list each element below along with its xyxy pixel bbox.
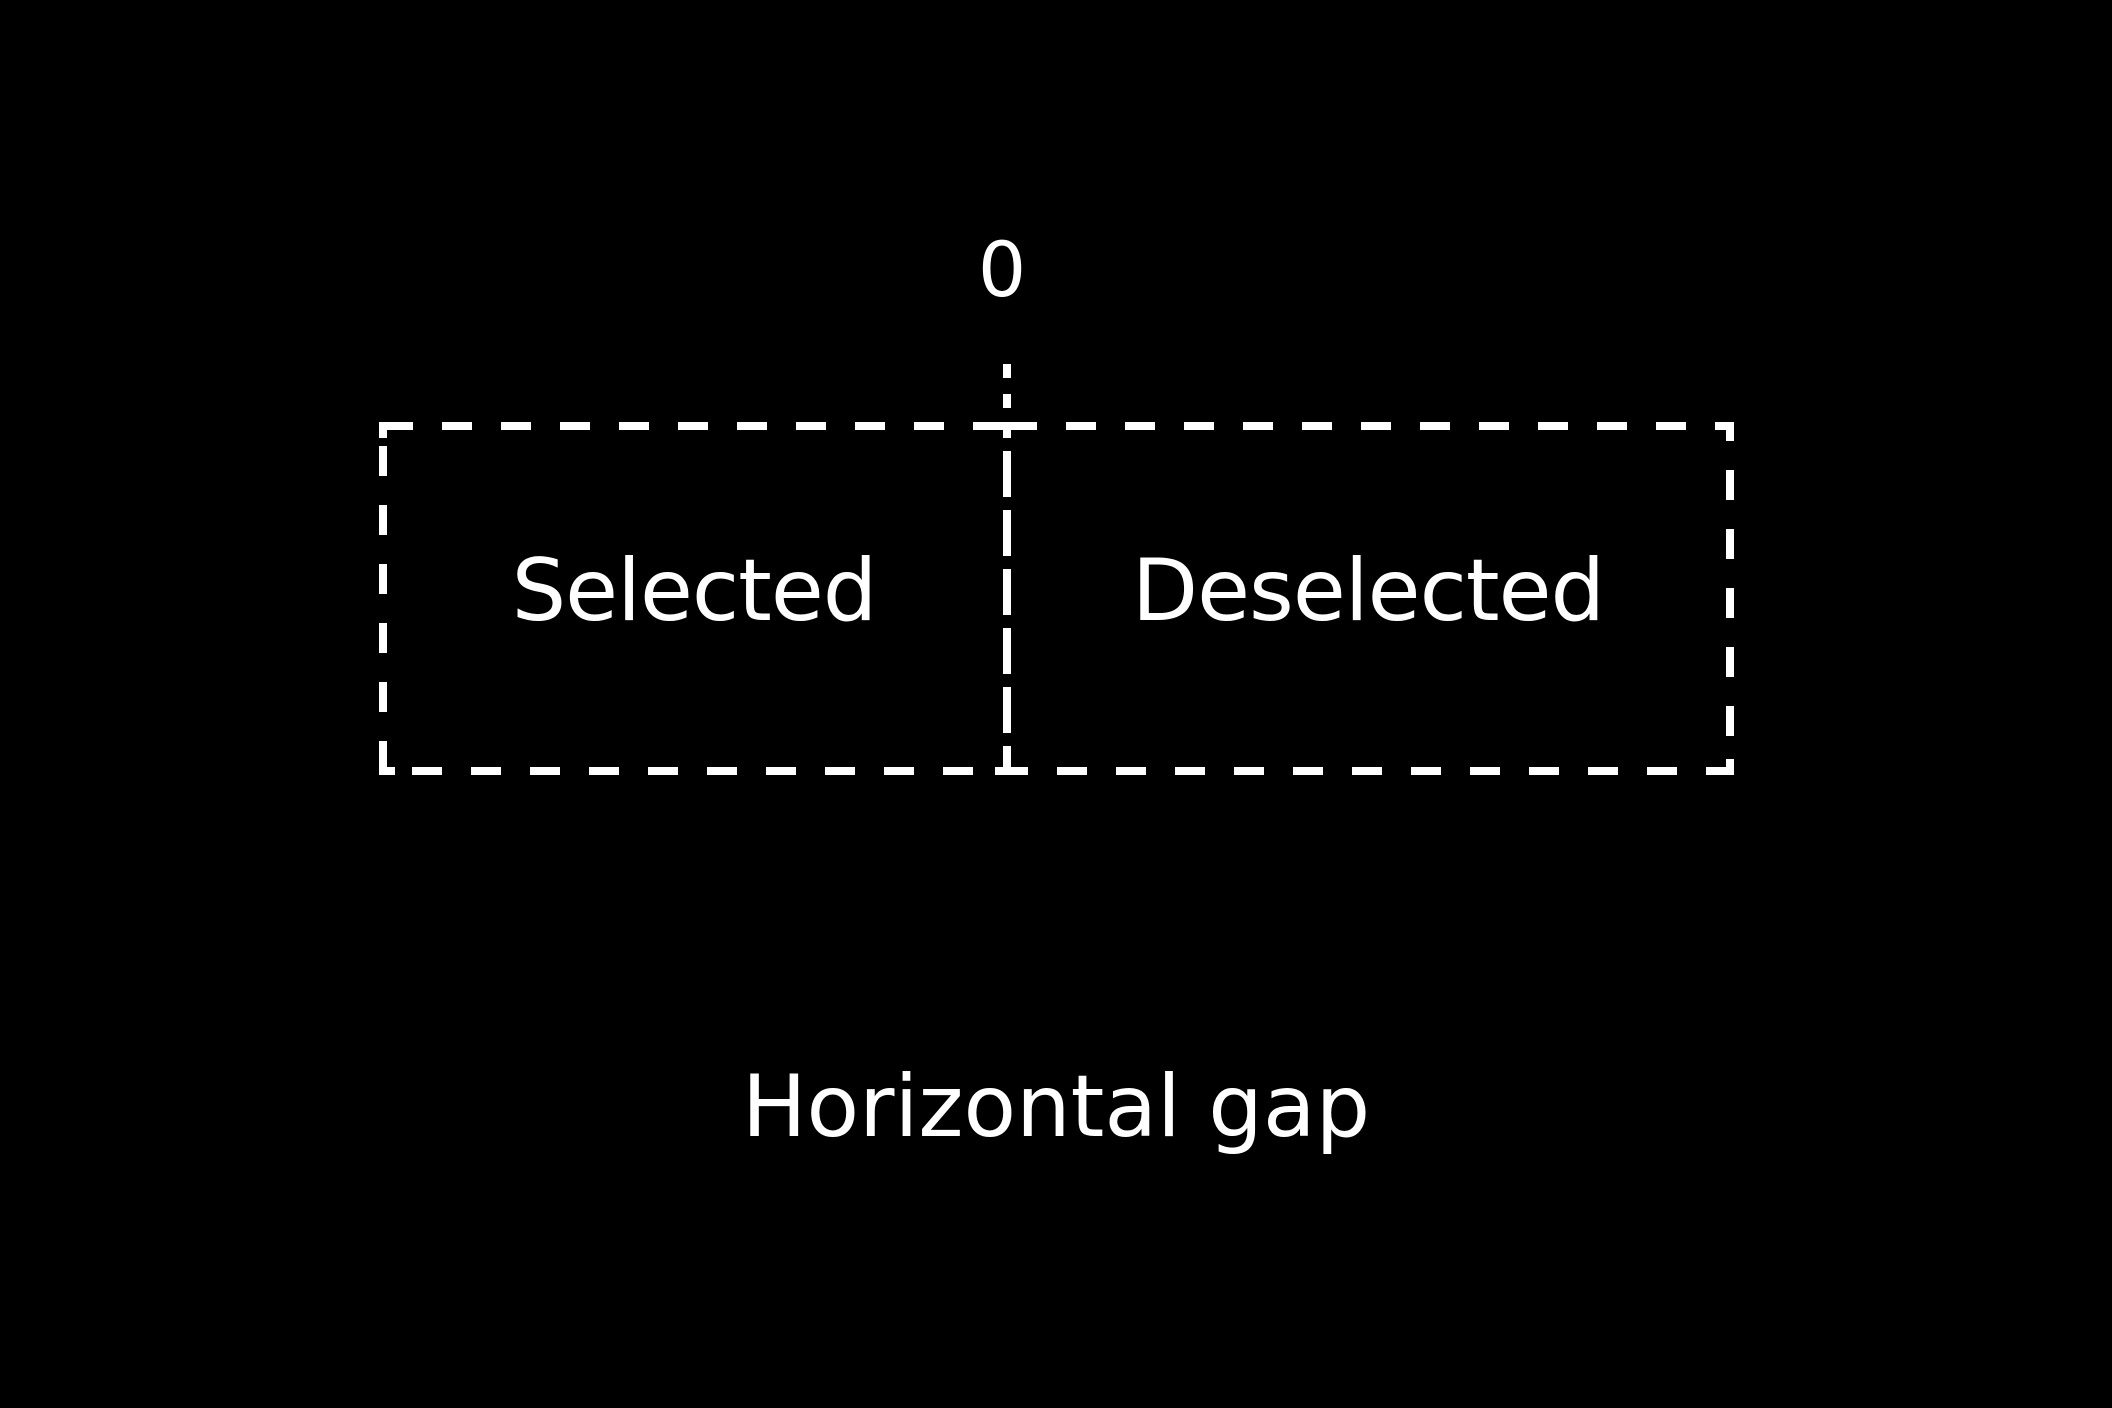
deselected-segment-outline [1003, 422, 1734, 775]
corner-marks [379, 422, 1734, 775]
selected-segment-label: Selected [511, 541, 878, 641]
gap-value-label: 0 [977, 225, 1027, 314]
diagram-caption: Horizontal gap [741, 1057, 1371, 1157]
deselected-segment-label: Deselected [1131, 541, 1605, 641]
